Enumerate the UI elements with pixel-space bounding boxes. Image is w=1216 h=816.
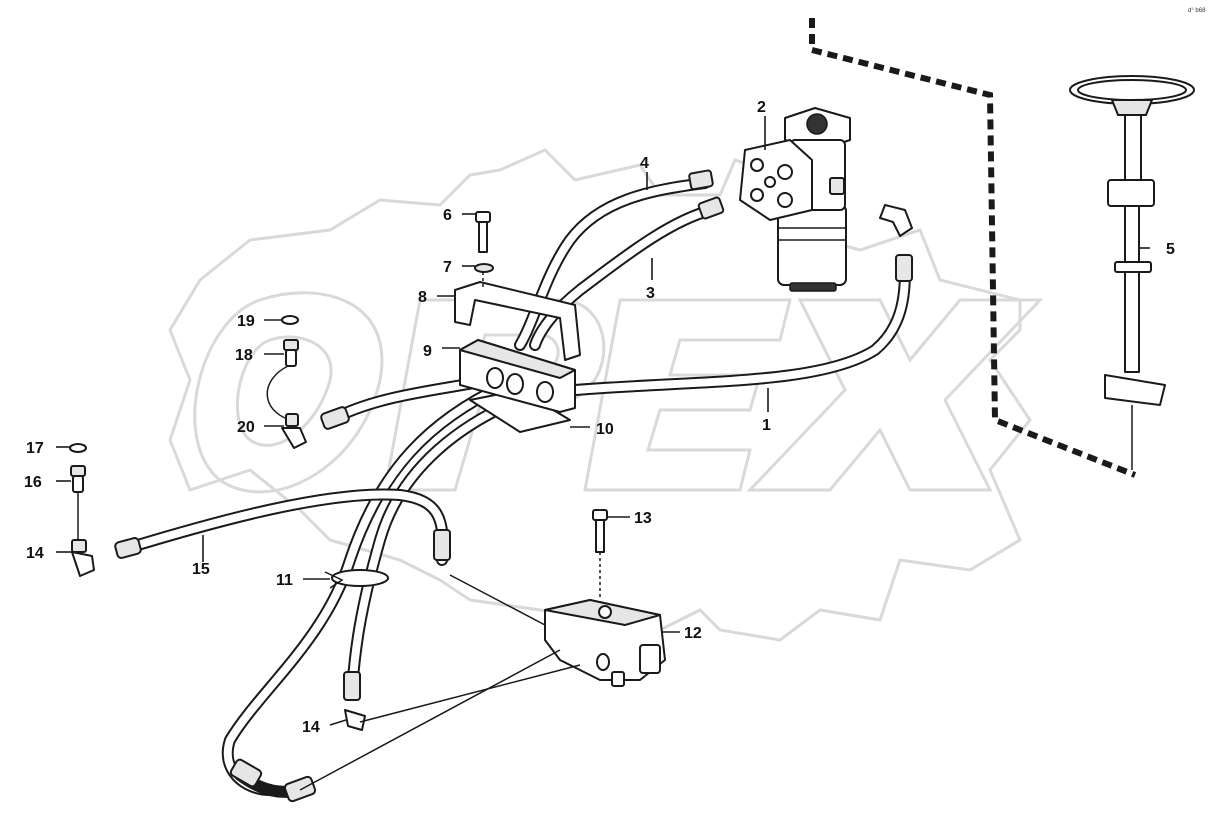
steering-unit (739, 107, 851, 292)
steering-column (1069, 75, 1195, 470)
callout-4: 4 (640, 155, 649, 172)
orbitrol-elbow-fitting (879, 204, 913, 237)
callout-9: 9 (423, 343, 432, 360)
callout-7: 7 (443, 259, 452, 276)
cylinder-bolt (592, 509, 608, 600)
callout-13: 13 (634, 510, 652, 527)
bolt-and-washer (474, 211, 494, 290)
leader-lines (56, 116, 1150, 726)
callout-14-upper: 14 (26, 545, 44, 562)
steering-cylinder (299, 574, 666, 791)
callout-12: 12 (684, 625, 702, 642)
callout-20: 20 (237, 419, 255, 436)
callout-10: 10 (596, 421, 614, 438)
callout-8: 8 (418, 289, 427, 306)
callout-labels: 1 2 3 4 5 6 7 8 9 10 11 12 13 14 14 15 1… (24, 99, 1175, 736)
callout-2: 2 (757, 99, 766, 116)
callout-15: 15 (192, 561, 210, 578)
callout-3: 3 (646, 285, 655, 302)
hose-fittings (114, 169, 913, 803)
callout-19: 19 (237, 313, 255, 330)
hose-clip (324, 569, 389, 589)
callout-17: 17 (26, 440, 44, 457)
hose-clamp-assembly (454, 281, 581, 433)
corner-code: d° b68 (1188, 8, 1206, 14)
callout-16: 16 (24, 474, 42, 491)
callout-11: 11 (276, 572, 293, 589)
fittings-left (69, 315, 366, 731)
callout-6: 6 (443, 207, 452, 224)
callout-5: 5 (1166, 241, 1175, 258)
callout-18: 18 (235, 347, 253, 364)
callout-14-lower: 14 (302, 719, 320, 736)
callout-1: 1 (762, 417, 771, 434)
cab-boundary-line (809, 18, 1137, 478)
